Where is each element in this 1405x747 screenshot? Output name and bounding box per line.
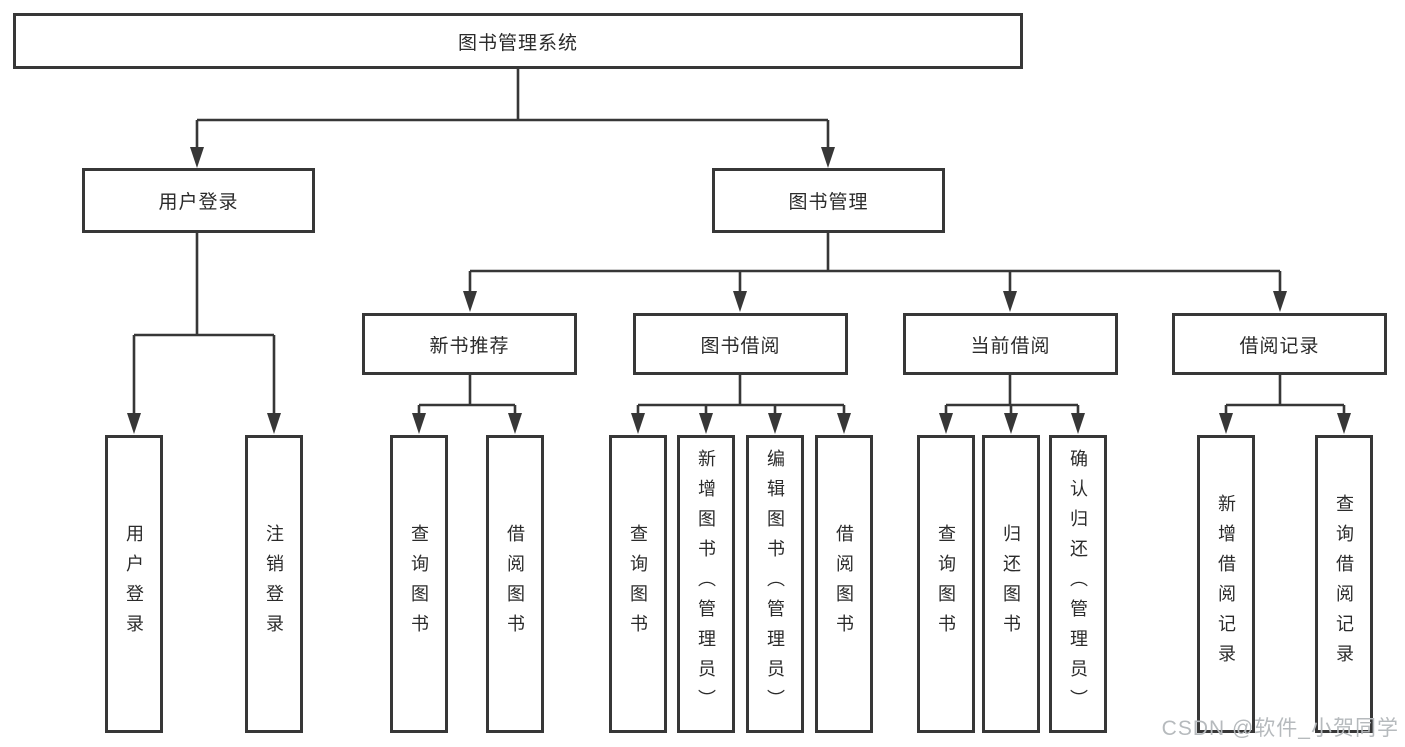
leaf-confirm-return-admin: 确认归还（管理员） bbox=[1049, 435, 1107, 733]
leaf-query-borrow-record: 查询借阅记录 bbox=[1315, 435, 1373, 733]
leaf-query-borrow-record-label: 查询借阅记录 bbox=[1334, 494, 1354, 674]
leaf-borrow-books-borrowing-label: 借阅图书 bbox=[834, 524, 854, 644]
node-user-login: 用户登录 bbox=[82, 168, 315, 233]
leaf-query-books-recommend-label: 查询图书 bbox=[409, 524, 429, 644]
node-new-book-recommend-label: 新书推荐 bbox=[429, 335, 510, 357]
node-user-login-label: 用户登录 bbox=[158, 192, 239, 213]
node-borrow-records: 借阅记录 bbox=[1172, 313, 1387, 375]
node-book-management-label: 图书管理 bbox=[788, 192, 869, 213]
leaf-edit-book-admin-label: 编辑图书（管理员） bbox=[765, 449, 785, 719]
leaf-add-borrow-record: 新增借阅记录 bbox=[1197, 435, 1255, 733]
leaf-query-books-borrowing-label: 查询图书 bbox=[628, 524, 648, 644]
leaf-add-borrow-record-label: 新增借阅记录 bbox=[1216, 494, 1236, 674]
node-book-management: 图书管理 bbox=[712, 168, 945, 233]
leaf-borrow-books-recommend-label: 借阅图书 bbox=[505, 524, 525, 644]
node-root: 图书管理系统 bbox=[13, 13, 1023, 69]
leaf-logout-login: 注销登录 bbox=[245, 435, 303, 733]
leaf-logout-login-label: 注销登录 bbox=[264, 524, 284, 644]
node-borrow-records-label: 借阅记录 bbox=[1239, 335, 1320, 357]
leaf-query-books-recommend: 查询图书 bbox=[390, 435, 448, 733]
node-current-borrowing: 当前借阅 bbox=[903, 313, 1118, 375]
leaf-add-book-admin: 新增图书（管理员） bbox=[677, 435, 735, 733]
node-root-label: 图书管理系统 bbox=[457, 32, 578, 54]
leaf-edit-book-admin: 编辑图书（管理员） bbox=[746, 435, 804, 733]
leaf-return-books: 归还图书 bbox=[982, 435, 1040, 733]
leaf-return-books-label: 归还图书 bbox=[1001, 524, 1021, 644]
leaf-borrow-books-borrowing: 借阅图书 bbox=[815, 435, 873, 733]
leaf-query-books-current: 查询图书 bbox=[917, 435, 975, 733]
leaf-user-login-label: 用户登录 bbox=[124, 524, 144, 644]
leaf-query-books-current-label: 查询图书 bbox=[936, 524, 956, 644]
node-book-borrowing-label: 图书借阅 bbox=[700, 335, 781, 357]
leaf-borrow-books-recommend: 借阅图书 bbox=[486, 435, 544, 733]
leaf-confirm-return-admin-label: 确认归还（管理员） bbox=[1068, 449, 1088, 719]
node-book-borrowing: 图书借阅 bbox=[633, 313, 848, 375]
leaf-user-login: 用户登录 bbox=[105, 435, 163, 733]
node-current-borrowing-label: 当前借阅 bbox=[970, 335, 1051, 357]
node-new-book-recommend: 新书推荐 bbox=[362, 313, 577, 375]
watermark: CSDN @软件_小贺同学 bbox=[1161, 717, 1399, 740]
leaf-add-book-admin-label: 新增图书（管理员） bbox=[696, 449, 716, 719]
leaf-query-books-borrowing: 查询图书 bbox=[609, 435, 667, 733]
